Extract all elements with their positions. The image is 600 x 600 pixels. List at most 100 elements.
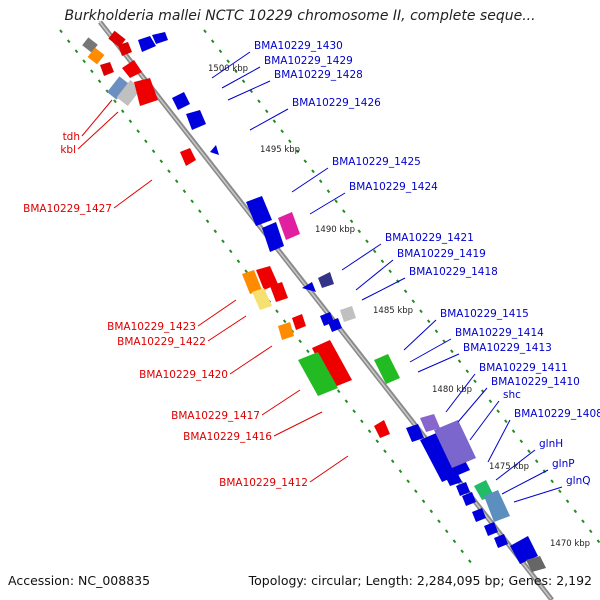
gene-arrow[interactable] bbox=[152, 32, 168, 44]
gene-label[interactable]: BMA10229_1420 bbox=[139, 369, 228, 381]
gene-label[interactable]: glnQ bbox=[566, 475, 591, 487]
gene-arrow[interactable] bbox=[374, 420, 390, 438]
tick-dot bbox=[151, 149, 156, 154]
gene-arrow[interactable] bbox=[252, 288, 272, 310]
gene-arrow[interactable] bbox=[118, 42, 132, 56]
gene-label[interactable]: BMA10229_1415 bbox=[440, 308, 529, 320]
gene-label[interactable]: BMA10229_1419 bbox=[397, 248, 486, 260]
gene-label[interactable]: BMA10229_1427 bbox=[23, 203, 112, 215]
tick-dot bbox=[349, 219, 354, 224]
gene-arrow[interactable] bbox=[262, 222, 284, 252]
gene-arrow[interactable] bbox=[270, 282, 288, 302]
gene-arrow[interactable] bbox=[340, 306, 356, 322]
gene-arrow[interactable] bbox=[434, 420, 476, 468]
gene-arrow[interactable] bbox=[172, 92, 190, 110]
gene-arrow[interactable] bbox=[138, 36, 156, 52]
gene-arrow[interactable] bbox=[420, 414, 440, 432]
gene-arrow[interactable] bbox=[406, 424, 424, 442]
gene-label[interactable]: shc bbox=[503, 389, 521, 401]
tick-dot bbox=[228, 249, 233, 254]
gene-label[interactable]: BMA10229_1430 bbox=[254, 40, 343, 52]
gene-label[interactable]: BMA10229_1424 bbox=[349, 181, 438, 193]
gene-label[interactable]: BMA10229_1429 bbox=[264, 55, 353, 67]
gene-arrow[interactable] bbox=[420, 428, 470, 482]
gene-arrow[interactable] bbox=[87, 47, 105, 65]
gene-arrow[interactable] bbox=[134, 78, 158, 106]
gene-arrow[interactable] bbox=[82, 37, 98, 53]
gene-label[interactable]: glnP bbox=[552, 458, 575, 470]
gene-arrow[interactable] bbox=[302, 282, 316, 292]
gene-arrow[interactable] bbox=[444, 470, 462, 486]
tick-dot bbox=[372, 249, 377, 254]
tick-dot bbox=[452, 539, 457, 544]
gene-arrow[interactable] bbox=[122, 60, 142, 78]
gene-arrow[interactable] bbox=[374, 354, 400, 384]
gene-label[interactable]: BMA10229_1428 bbox=[274, 69, 363, 81]
gene-arrow[interactable] bbox=[510, 536, 538, 564]
gene-arrow[interactable] bbox=[456, 482, 470, 496]
callout-line bbox=[469, 400, 500, 441]
gene-arrow[interactable] bbox=[100, 62, 114, 76]
left-gene-labels: tdhkblBMA10229_1427BMA10229_1423BMA10229… bbox=[23, 131, 308, 489]
gene-arrow[interactable] bbox=[484, 490, 510, 522]
tick-dot bbox=[357, 229, 362, 234]
gene-label[interactable]: BMA10229_1417 bbox=[171, 410, 260, 422]
tick-dot bbox=[344, 399, 349, 404]
gene-label[interactable]: BMA10229_1423 bbox=[107, 321, 196, 333]
gene-arrow[interactable] bbox=[298, 352, 338, 396]
tick-dot bbox=[159, 159, 164, 164]
gene-label[interactable]: BMA10229_1426 bbox=[292, 97, 381, 109]
gene-label[interactable]: BMA10229_1422 bbox=[117, 336, 206, 348]
gene-arrow[interactable] bbox=[462, 492, 476, 506]
callout-line bbox=[341, 243, 382, 271]
gene-arrow[interactable] bbox=[180, 148, 196, 166]
gene-label[interactable]: BMA10229_1418 bbox=[409, 266, 498, 278]
kbp-label: 1475 kbp bbox=[489, 462, 529, 472]
gene-label[interactable]: BMA10229_1410 bbox=[491, 376, 580, 388]
tick-dot bbox=[303, 159, 308, 164]
tick-dot bbox=[236, 259, 241, 264]
gene-arrow[interactable] bbox=[472, 508, 486, 522]
callout-line bbox=[403, 319, 437, 351]
gene-label[interactable]: BMA10229_1412 bbox=[219, 477, 308, 489]
gene-arrow[interactable] bbox=[242, 270, 262, 294]
gene-label[interactable]: BMA10229_1425 bbox=[332, 156, 421, 168]
tick-dot bbox=[352, 409, 356, 414]
gene-arrow[interactable] bbox=[246, 196, 272, 226]
gene-label[interactable]: kbl bbox=[60, 144, 76, 156]
gene-arrow[interactable] bbox=[278, 212, 300, 240]
gene-label[interactable]: BMA10229_1411 bbox=[479, 362, 568, 374]
callout-line bbox=[81, 99, 113, 137]
gene-arrow[interactable] bbox=[328, 318, 342, 332]
tick-dot bbox=[390, 459, 395, 464]
gene-arrow[interactable] bbox=[256, 266, 278, 290]
gene-features bbox=[82, 30, 546, 572]
gene-arrow[interactable] bbox=[186, 110, 206, 130]
tick-dot bbox=[249, 89, 254, 94]
gene-arrow[interactable] bbox=[108, 30, 126, 48]
callout-line bbox=[211, 51, 251, 79]
gene-arrow[interactable] bbox=[494, 534, 508, 548]
topology-summary: Topology: circular; Length: 2,284,095 bp… bbox=[248, 573, 592, 588]
gene-label[interactable]: BMA10229_1408 bbox=[514, 408, 600, 420]
right-gene-labels: BMA10229_1430BMA10229_1429BMA10229_1428B… bbox=[254, 40, 600, 487]
gene-label[interactable]: tdh bbox=[63, 131, 80, 143]
gene-label[interactable]: BMA10229_1421 bbox=[385, 232, 474, 244]
tick-dot bbox=[174, 179, 179, 184]
gene-arrow[interactable] bbox=[312, 340, 352, 388]
tick-dot bbox=[90, 69, 94, 74]
tick-dot bbox=[419, 309, 423, 314]
gene-label[interactable]: BMA10229_1413 bbox=[463, 342, 552, 354]
gene-arrow[interactable] bbox=[210, 145, 219, 155]
gene-arrow[interactable] bbox=[526, 556, 546, 572]
gene-arrow[interactable] bbox=[278, 322, 294, 340]
gene-label[interactable]: BMA10229_1414 bbox=[455, 327, 544, 339]
tick-dot bbox=[336, 389, 341, 394]
gene-label[interactable]: glnH bbox=[539, 438, 563, 450]
gene-arrow[interactable] bbox=[292, 314, 306, 330]
gene-arrow[interactable] bbox=[107, 76, 129, 100]
gene-label[interactable]: BMA10229_1416 bbox=[183, 431, 272, 443]
tick-dot bbox=[465, 369, 470, 374]
gene-arrow[interactable] bbox=[484, 522, 498, 536]
gene-arrow[interactable] bbox=[318, 272, 334, 288]
